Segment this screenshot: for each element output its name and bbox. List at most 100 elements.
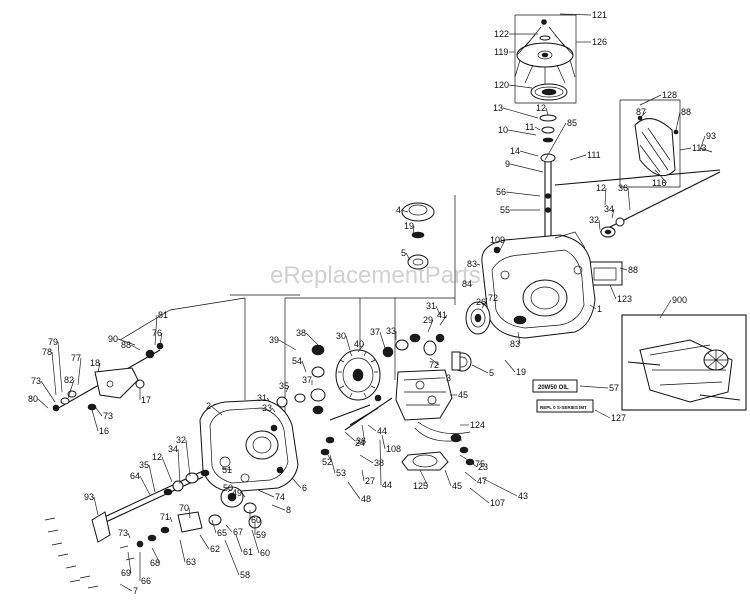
part-number-2: 2 bbox=[206, 401, 211, 411]
part-number-37: 37 bbox=[370, 327, 380, 337]
leader-line bbox=[127, 551, 132, 574]
leader-lines bbox=[37, 13, 706, 592]
part-number-73: 73 bbox=[31, 376, 41, 386]
left-lower-parts bbox=[136, 469, 262, 548]
part-number-90: 90 bbox=[108, 334, 118, 344]
leader-line bbox=[484, 297, 488, 306]
part-number-29: 29 bbox=[423, 315, 433, 325]
part-number-71: 71 bbox=[160, 512, 170, 522]
leader-line bbox=[151, 547, 161, 564]
leader-line bbox=[361, 469, 365, 482]
leader-line bbox=[210, 405, 223, 416]
leader-line bbox=[57, 341, 63, 393]
leader-line bbox=[381, 434, 386, 450]
leader-line bbox=[499, 239, 506, 251]
leader-line bbox=[271, 504, 286, 511]
part-number-73: 73 bbox=[103, 411, 113, 421]
leader-line bbox=[469, 487, 490, 504]
part-number-79: 79 bbox=[48, 337, 58, 347]
leader-line bbox=[627, 187, 631, 211]
center-small-parts bbox=[276, 333, 445, 456]
part-number-78: 78 bbox=[42, 347, 52, 357]
left-control-parts bbox=[52, 342, 164, 543]
part-number-55: 55 bbox=[500, 205, 510, 215]
leader-line bbox=[476, 263, 481, 266]
leader-line bbox=[37, 398, 49, 409]
part-number-53: 53 bbox=[336, 468, 346, 478]
part-number-124: 124 bbox=[470, 420, 485, 430]
left-housing bbox=[199, 399, 299, 493]
leader-line bbox=[594, 409, 611, 419]
leader-line bbox=[675, 111, 681, 131]
leader-line bbox=[357, 343, 365, 353]
part-number-900: 900 bbox=[672, 295, 687, 305]
leader-line bbox=[611, 208, 615, 219]
leader-line bbox=[235, 534, 243, 553]
part-number-76: 76 bbox=[152, 328, 162, 338]
leader-line bbox=[225, 524, 233, 533]
part-number-59: 59 bbox=[256, 530, 266, 540]
leader-line bbox=[117, 338, 136, 346]
part-number-72: 72 bbox=[429, 360, 439, 370]
part-number-51: 51 bbox=[222, 465, 232, 475]
gear-26 bbox=[465, 301, 491, 335]
leader-line bbox=[91, 409, 99, 432]
part-number-33: 33 bbox=[386, 326, 396, 336]
part-number-66: 66 bbox=[141, 576, 151, 586]
leader-line bbox=[97, 362, 101, 373]
leader-line bbox=[471, 364, 489, 374]
part-number-6: 6 bbox=[302, 483, 307, 493]
leader-line bbox=[379, 439, 382, 486]
part-number-83: 83 bbox=[510, 339, 520, 349]
leader-line bbox=[93, 496, 99, 516]
leader-line bbox=[211, 519, 217, 534]
part-number-35: 35 bbox=[279, 381, 289, 391]
part-number-84: 84 bbox=[462, 279, 472, 289]
leader-line bbox=[177, 448, 181, 485]
part-number-57: 57 bbox=[609, 383, 619, 393]
part-number-108: 108 bbox=[386, 444, 401, 454]
leader-line bbox=[266, 397, 271, 403]
oil-sticker: 20W50 OIL REPL 0 S-SERIES IMT bbox=[532, 379, 594, 413]
part-number-4: 4 bbox=[396, 205, 401, 215]
leader-line bbox=[467, 459, 478, 468]
leader-line bbox=[154, 314, 158, 346]
leader-line bbox=[329, 454, 336, 474]
leader-line bbox=[444, 469, 452, 487]
leader-line bbox=[699, 135, 706, 151]
part-number-116: 116 bbox=[652, 178, 666, 188]
leader-line bbox=[569, 154, 587, 161]
part-number-30: 30 bbox=[336, 331, 346, 341]
part-number-32: 32 bbox=[589, 215, 599, 225]
leader-line bbox=[224, 539, 240, 576]
leader-line bbox=[227, 487, 234, 493]
part-number-31: 31 bbox=[257, 393, 267, 403]
part-number-34: 34 bbox=[168, 444, 178, 454]
part-number-88: 88 bbox=[121, 340, 131, 350]
part-number-93: 93 bbox=[706, 131, 716, 141]
leader-line bbox=[504, 359, 516, 373]
leader-line bbox=[77, 357, 82, 386]
part-number-37: 37 bbox=[302, 375, 312, 385]
part-number-65: 65 bbox=[217, 528, 227, 538]
part-number-38: 38 bbox=[374, 458, 384, 468]
leader-line bbox=[130, 344, 141, 351]
part-number-64: 64 bbox=[130, 471, 140, 481]
part-number-1: 1 bbox=[597, 304, 602, 314]
leader-line bbox=[639, 111, 647, 119]
part-number-113: 113 bbox=[692, 143, 706, 153]
part-number-38: 38 bbox=[296, 328, 306, 338]
part-number-45: 45 bbox=[452, 481, 462, 491]
part-number-26: 26 bbox=[476, 297, 486, 307]
leader-line bbox=[435, 305, 441, 316]
leader-line bbox=[257, 489, 275, 498]
part-number-12: 12 bbox=[152, 452, 162, 462]
part-number-52: 52 bbox=[322, 457, 332, 467]
leader-line bbox=[604, 187, 607, 206]
part-number-60: 60 bbox=[251, 515, 261, 525]
part-number-69: 69 bbox=[121, 568, 131, 578]
part-number-93: 93 bbox=[84, 492, 94, 502]
part-number-70: 70 bbox=[179, 503, 189, 513]
part-number-45: 45 bbox=[458, 390, 468, 400]
